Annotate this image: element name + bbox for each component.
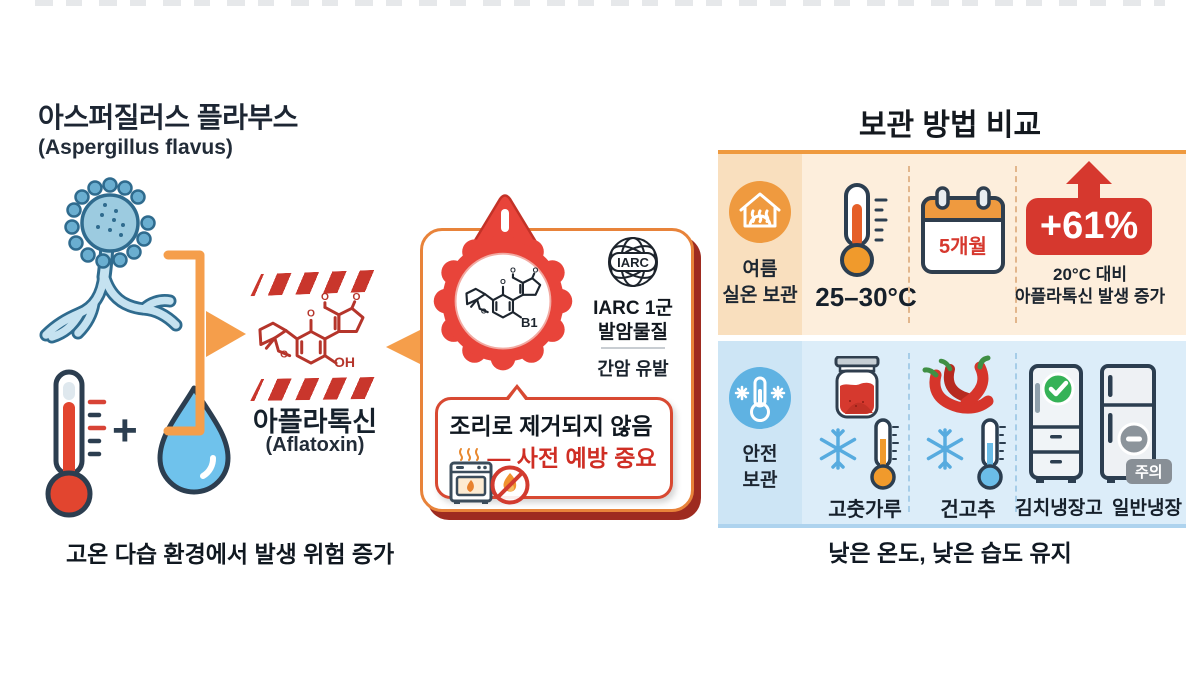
- storage-table: 여름 실온 보관 25–30°C 5개월: [718, 150, 1186, 528]
- duration-text: 5개월: [939, 235, 987, 258]
- column-divider: [908, 166, 910, 323]
- iarc-group-line2: 발암물질: [598, 322, 668, 343]
- column-divider: [1015, 353, 1017, 512]
- hot-house-icon: [729, 181, 791, 243]
- left-subtitle: (Aspergillus flavus): [38, 136, 233, 159]
- table-top-border: [718, 150, 1186, 154]
- stove-icon: [449, 448, 493, 504]
- cropped-top-text-strip: [35, 0, 1165, 6]
- plus-sign: +: [112, 406, 138, 455]
- row-summer-storage: 여름 실온 보관 25–30°C 5개월: [718, 154, 1186, 335]
- b1-molecule-badge: [433, 231, 573, 371]
- liver-cancer-text: 간암 유발: [597, 359, 669, 379]
- increase-arrow-icon: [1066, 161, 1112, 201]
- row-safe-storage: 안전 보관: [718, 341, 1186, 524]
- left-caption: 고온 다습 환경에서 발생 위험 증가: [66, 541, 395, 567]
- thermometer-low-icon: [870, 418, 899, 490]
- warning-panel: B1 IARC IARC 1군 발암물질 간암 유발 조리로 제거되지 않음 —…: [420, 194, 694, 512]
- summer-thermometer-icon: [840, 183, 888, 277]
- table-bottom-border: [718, 524, 1186, 528]
- safe-label-line2: 보관: [742, 470, 778, 491]
- item1-label: 고춧가루: [828, 499, 902, 521]
- toxin-name: 아플라톡신: [252, 407, 378, 437]
- divider: [601, 347, 665, 349]
- iarc-logo-text: IARC: [617, 255, 649, 270]
- bracket-arrow: [163, 250, 246, 436]
- calendar-icon: 5개월: [921, 186, 1005, 274]
- hazard-stripe-bottom: [250, 377, 378, 401]
- heat-thermometer-icon: [45, 369, 107, 518]
- humidity-droplet-icon: [157, 385, 231, 495]
- row-gap: [718, 335, 1186, 341]
- thermometer-low-icon: [977, 418, 1006, 490]
- safe-label-cell: 안전 보관: [718, 341, 802, 524]
- aflatoxin-molecule: [258, 290, 365, 365]
- storage-title: 보관 방법 비교: [858, 109, 1042, 142]
- column-divider: [908, 353, 910, 512]
- arrow-left-icon: [386, 328, 424, 366]
- cold-thermometer-icon: [729, 367, 791, 429]
- snowflake-icon: [926, 428, 964, 470]
- temp-range: 25–30°C: [815, 282, 917, 312]
- no-fire-icon: [490, 465, 530, 505]
- fridge2-label: 일반냉장고: [1112, 498, 1182, 519]
- pepper-powder-jar-icon: [834, 356, 880, 419]
- safe-label-line1: 안전: [742, 444, 778, 465]
- regular-fridge-icon: [1100, 364, 1156, 483]
- summer-label-line1: 여름: [742, 259, 778, 280]
- caution-badge: 주의: [1126, 459, 1172, 484]
- storage-caption: 낮은 온도, 낮은 습도 유지: [828, 540, 1072, 566]
- column-divider: [1015, 166, 1017, 323]
- increase-percent: +61%: [1026, 198, 1152, 255]
- molecule-oh-label: OH: [334, 354, 355, 370]
- summer-label-line2: 실온 보관: [722, 285, 798, 306]
- b1-label: B1: [521, 315, 538, 330]
- left-title: 아스퍼질러스 플라부스: [38, 102, 298, 133]
- iarc-logo: IARC: [608, 237, 658, 287]
- summer-label-cell: 여름 실온 보관: [718, 154, 802, 335]
- item2-label: 건고추: [940, 499, 996, 521]
- fridge1-label: 김치냉장고: [1015, 498, 1103, 519]
- bubble-line1: 조리로 제거되지 않음: [449, 413, 653, 439]
- dried-chili-icon: [922, 355, 994, 414]
- increase-note1: 20°C 대비: [1053, 265, 1127, 284]
- iarc-group-line1: IARC 1군: [593, 298, 673, 319]
- toxin-latin-name: (Aflatoxin): [265, 434, 365, 456]
- increase-note2: 아플라톡신 발생 증가: [1014, 287, 1166, 306]
- kimchi-fridge-icon: [1029, 364, 1083, 483]
- aspergillus-mold-icon: [39, 177, 183, 344]
- snowflake-icon: [819, 428, 857, 470]
